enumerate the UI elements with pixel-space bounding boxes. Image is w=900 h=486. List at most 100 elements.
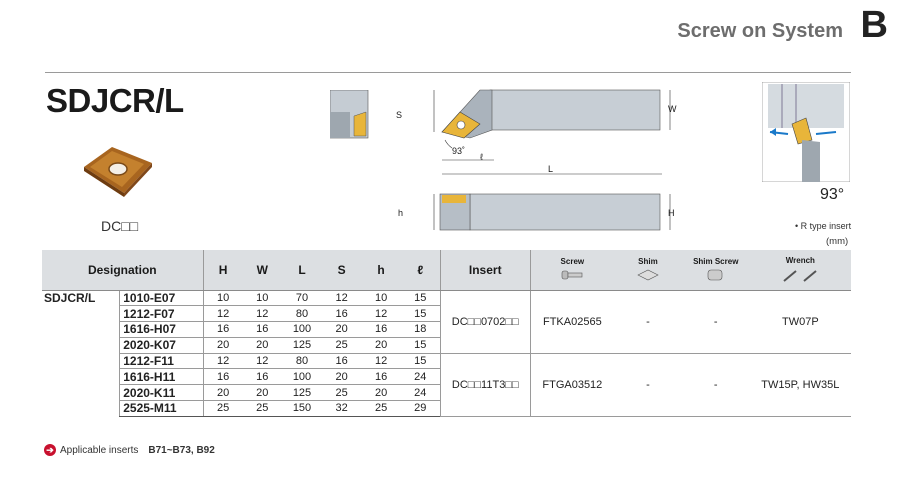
group-shim-screw: - bbox=[681, 353, 750, 417]
dim-W: 12 bbox=[242, 305, 283, 323]
dim-h: 16 bbox=[361, 321, 401, 338]
dim-h: 20 bbox=[361, 384, 401, 402]
dim-l: 15 bbox=[400, 290, 441, 307]
dim-W: 16 bbox=[242, 368, 283, 386]
header-designation: Designation bbox=[42, 250, 204, 291]
model-code: 1010-E07 bbox=[119, 290, 204, 307]
model-code: 1616-H07 bbox=[119, 321, 204, 338]
dim-l: 15 bbox=[400, 337, 441, 354]
footer-note: ➔ Applicable inserts B71~B73, B92 bbox=[44, 444, 215, 456]
dim-h: 10 bbox=[361, 290, 401, 307]
group-shim: - bbox=[613, 353, 682, 417]
model-code: 1212-F07 bbox=[119, 305, 204, 323]
dim-h: 25 bbox=[361, 400, 401, 417]
header-wrench: Wrench bbox=[749, 250, 851, 291]
product-code: SDJCR/L bbox=[46, 82, 184, 119]
approach-angle-label: 93° bbox=[820, 186, 845, 203]
spec-table: Designation H W L S h ℓ Insert Screw Shi… bbox=[42, 250, 851, 417]
screw-label: Screw bbox=[560, 257, 585, 267]
shim-icon bbox=[637, 269, 659, 281]
dim-l: 24 bbox=[400, 368, 441, 386]
table-header-row: Designation H W L S h ℓ Insert Screw Shi… bbox=[42, 250, 851, 291]
dim-l: 15 bbox=[400, 353, 441, 370]
dim-H: 20 bbox=[202, 337, 243, 354]
header-L: L bbox=[282, 250, 322, 291]
dim-l: 15 bbox=[400, 305, 441, 323]
dim-H: 12 bbox=[202, 305, 243, 323]
dim-S: 12 bbox=[321, 290, 362, 307]
shim-screw-label: Shim Screw bbox=[693, 257, 739, 267]
wrench-icon bbox=[783, 270, 817, 283]
wrench-label: Wrench bbox=[785, 256, 815, 266]
footer-label: Applicable inserts bbox=[60, 444, 139, 456]
header-shim: Shim bbox=[613, 250, 682, 291]
dim-W-label: W bbox=[668, 104, 677, 114]
header-W: W bbox=[242, 250, 283, 291]
dim-l-label: ℓ bbox=[480, 152, 483, 162]
dim-L: 80 bbox=[282, 353, 322, 370]
dim-W: 25 bbox=[242, 400, 283, 417]
dim-W: 16 bbox=[242, 321, 283, 338]
dim-W: 12 bbox=[242, 353, 283, 370]
dim-L-label: L bbox=[548, 164, 554, 174]
dim-L: 100 bbox=[282, 321, 322, 338]
holder-end-view bbox=[330, 90, 369, 139]
model-code: 1616-H11 bbox=[119, 368, 204, 386]
dim-H-label: H bbox=[668, 208, 675, 218]
dim-L: 80 bbox=[282, 305, 322, 323]
group-wrench: TW15P, HW35L bbox=[749, 353, 851, 417]
group-shim-screw: - bbox=[681, 290, 750, 354]
model-code: 1212-F11 bbox=[119, 353, 204, 370]
dim-l: 18 bbox=[400, 321, 441, 338]
group-shim: - bbox=[613, 290, 682, 354]
header-screw: Screw bbox=[529, 250, 614, 291]
dim-H: 16 bbox=[202, 321, 243, 338]
dim-S-label: S bbox=[396, 110, 403, 120]
dim-S: 20 bbox=[321, 321, 362, 338]
unit-note: (mm) bbox=[826, 236, 849, 247]
dim-h-label: h bbox=[398, 208, 404, 218]
dim-H: 10 bbox=[202, 290, 243, 307]
dim-l: 24 bbox=[400, 384, 441, 402]
dim-L: 125 bbox=[282, 337, 322, 354]
header-S: S bbox=[321, 250, 362, 291]
header-shim-screw: Shim Screw bbox=[681, 250, 750, 291]
shim-label: Shim bbox=[638, 257, 658, 267]
screw-icon bbox=[562, 270, 583, 280]
r-type-note: • R type insert bbox=[795, 221, 852, 231]
dim-h: 16 bbox=[361, 368, 401, 386]
header-insert: Insert bbox=[439, 250, 531, 291]
dim-l: 29 bbox=[400, 400, 441, 417]
dim-H: 20 bbox=[202, 384, 243, 402]
group-wrench: TW07P bbox=[749, 290, 851, 354]
dim-W: 20 bbox=[242, 384, 283, 402]
dim-H: 12 bbox=[202, 353, 243, 370]
dim-H: 16 bbox=[202, 368, 243, 386]
dim-S: 25 bbox=[321, 337, 362, 354]
approach-angle-diagram bbox=[762, 82, 850, 182]
insert-code: DC□□ bbox=[101, 218, 139, 234]
dim-h: 12 bbox=[361, 353, 401, 370]
dim-L: 150 bbox=[282, 400, 322, 417]
top-divider bbox=[45, 72, 851, 73]
header-h: h bbox=[361, 250, 401, 291]
holder-top-view bbox=[433, 89, 671, 231]
group-insert: DC□□11T3□□ bbox=[439, 353, 531, 417]
dim-h: 12 bbox=[361, 305, 401, 323]
dim-h: 20 bbox=[361, 337, 401, 354]
dim-L: 100 bbox=[282, 368, 322, 386]
dim-S: 20 bbox=[321, 368, 362, 386]
dim-H: 25 bbox=[202, 400, 243, 417]
header-l: ℓ bbox=[400, 250, 441, 291]
arrow-icon: ➔ bbox=[44, 444, 56, 456]
page-title: Screw on System bbox=[677, 20, 843, 42]
dim-L: 70 bbox=[282, 290, 322, 307]
dim-S: 32 bbox=[321, 400, 362, 417]
